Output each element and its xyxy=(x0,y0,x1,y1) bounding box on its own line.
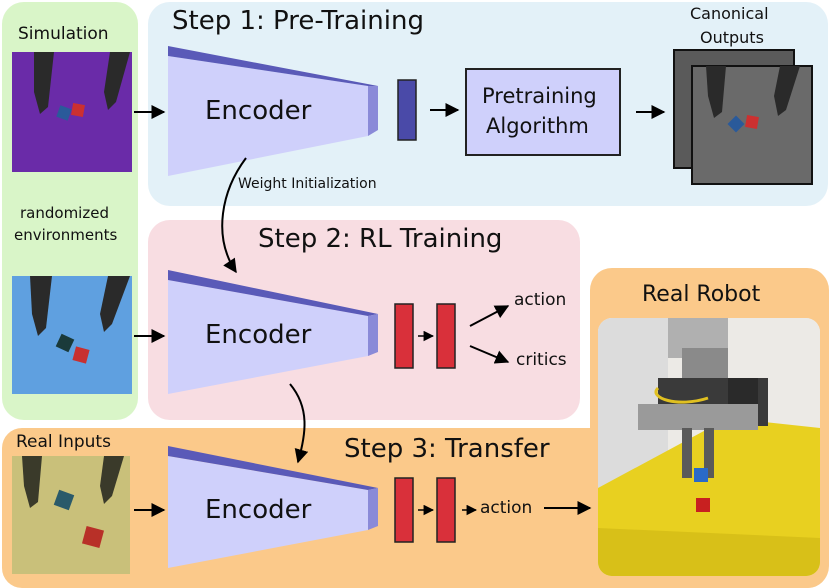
real-robot-title: Real Robot xyxy=(642,282,761,307)
canonical-outputs-image xyxy=(673,49,813,185)
weight-initialization-label: Weight Initialization xyxy=(238,176,377,192)
mlp-layer-3 xyxy=(394,477,414,543)
randomized-label-line2: environments xyxy=(14,226,118,244)
randomized-env-image xyxy=(12,276,132,394)
canonical-outputs-line1: Canonical xyxy=(690,4,769,23)
encoder-2 xyxy=(168,270,378,394)
simulation-image xyxy=(12,52,132,172)
randomized-label-line1: randomized xyxy=(20,204,109,222)
simulation-label: Simulation xyxy=(18,24,109,44)
real-inputs-label: Real Inputs xyxy=(16,432,111,452)
real-inputs-image xyxy=(12,456,130,574)
mlp-layer-2 xyxy=(436,303,456,369)
step3-action-label: action xyxy=(480,498,533,518)
step3-title: Step 3: Transfer xyxy=(344,434,550,464)
encoder-1-label: Encoder xyxy=(205,96,312,126)
mlp-layer-1 xyxy=(394,303,414,369)
encoder-1 xyxy=(168,46,378,176)
canonical-outputs-line2: Outputs xyxy=(700,28,764,47)
step1-title: Step 1: Pre-Training xyxy=(172,6,424,36)
mlp-layer-4 xyxy=(436,477,456,543)
step2-critics-label: critics xyxy=(516,350,567,370)
pretraining-algorithm-line2: Algorithm xyxy=(486,114,589,138)
step2-action-label: action xyxy=(514,290,567,310)
step2-title: Step 2: RL Training xyxy=(258,224,503,254)
real-robot-photo xyxy=(598,318,820,576)
encoder-3 xyxy=(168,446,378,568)
latent-vector xyxy=(397,79,417,141)
pretraining-algorithm-line1: Pretraining xyxy=(482,84,597,108)
pretraining-algorithm-box xyxy=(465,68,621,156)
encoder-3-label: Encoder xyxy=(205,495,312,525)
encoder-2-label: Encoder xyxy=(205,320,312,350)
